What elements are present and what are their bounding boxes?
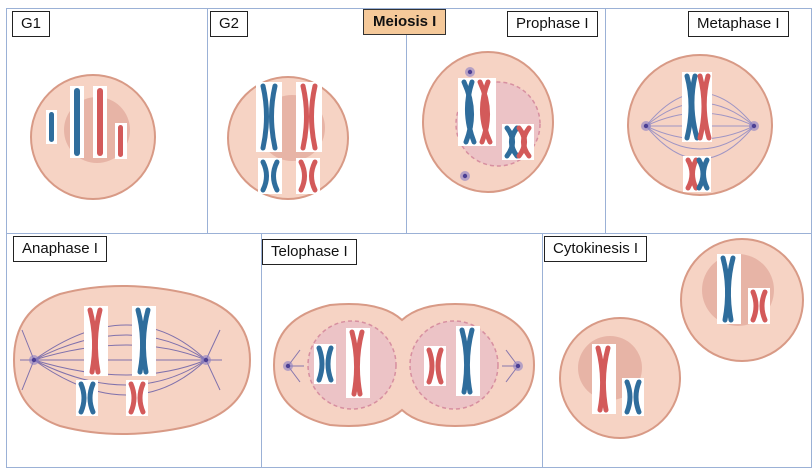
metaphase-cell [627, 54, 773, 196]
telophase-cell [272, 303, 536, 427]
page-title: Meiosis I [363, 9, 447, 35]
stage-label-telophase: Telophase I [262, 239, 357, 265]
anaphase-cell [12, 285, 252, 435]
stage-label-prophase: Prophase I [507, 11, 598, 37]
g1-cell [30, 74, 156, 200]
g2-cell [227, 76, 349, 200]
stage-label-g2: G2 [210, 11, 249, 37]
stage-label-metaphase: Metaphase I [688, 11, 789, 37]
prophase-cell [422, 51, 554, 193]
stage-label-cytokinesis: Cytokinesis I [544, 236, 648, 262]
cytokinesis-cell-bottom [559, 317, 681, 439]
cytokinesis-cell-top [680, 238, 804, 362]
stage-label-g1: G1 [12, 11, 51, 37]
stage-label-anaphase: Anaphase I [13, 236, 107, 262]
